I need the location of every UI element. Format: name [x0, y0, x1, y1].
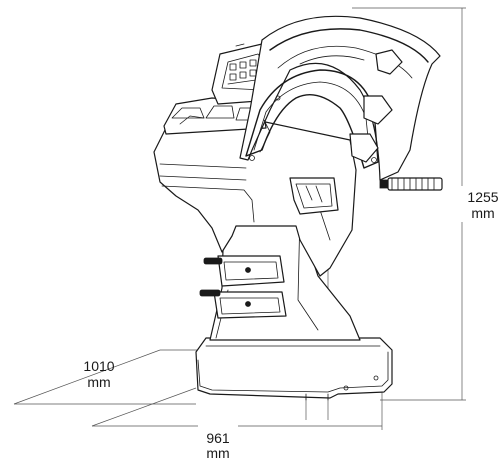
guard-bolt	[275, 95, 281, 101]
width-dim-left-extension	[91, 387, 197, 427]
panel-key	[249, 59, 257, 67]
spindle-housing	[289, 177, 339, 215]
bracket-bolt	[245, 267, 251, 273]
cabinet	[153, 119, 357, 277]
panel-key	[229, 73, 237, 81]
guard-bolt	[371, 157, 377, 163]
guard-handle	[363, 95, 393, 125]
depth-dim-line	[13, 349, 161, 405]
dimension-labels: 1255 mm 1010 mm 961 mm	[83, 189, 498, 461]
base-plate	[195, 337, 393, 399]
foot-screw	[373, 375, 379, 381]
depth-value: 1010	[83, 358, 114, 374]
guard-handle	[375, 49, 403, 75]
shaft-collar	[379, 179, 389, 189]
panel-key	[229, 63, 237, 71]
height-unit: mm	[471, 205, 494, 221]
panel-key	[239, 61, 247, 69]
machine-body	[153, 15, 443, 401]
width-value: 961	[206, 430, 230, 446]
height-value: 1255	[467, 189, 498, 205]
depth-unit: mm	[87, 374, 110, 390]
bracket-bolt	[245, 301, 251, 307]
guard-bolt	[249, 155, 255, 161]
cone-pin-upper	[203, 257, 223, 265]
foot-screw	[343, 385, 349, 391]
guard-handle	[349, 133, 379, 163]
width-unit: mm	[206, 445, 229, 461]
bracket-upper	[217, 255, 285, 287]
cone-pin-lower	[199, 289, 221, 297]
panel-key	[239, 71, 247, 79]
